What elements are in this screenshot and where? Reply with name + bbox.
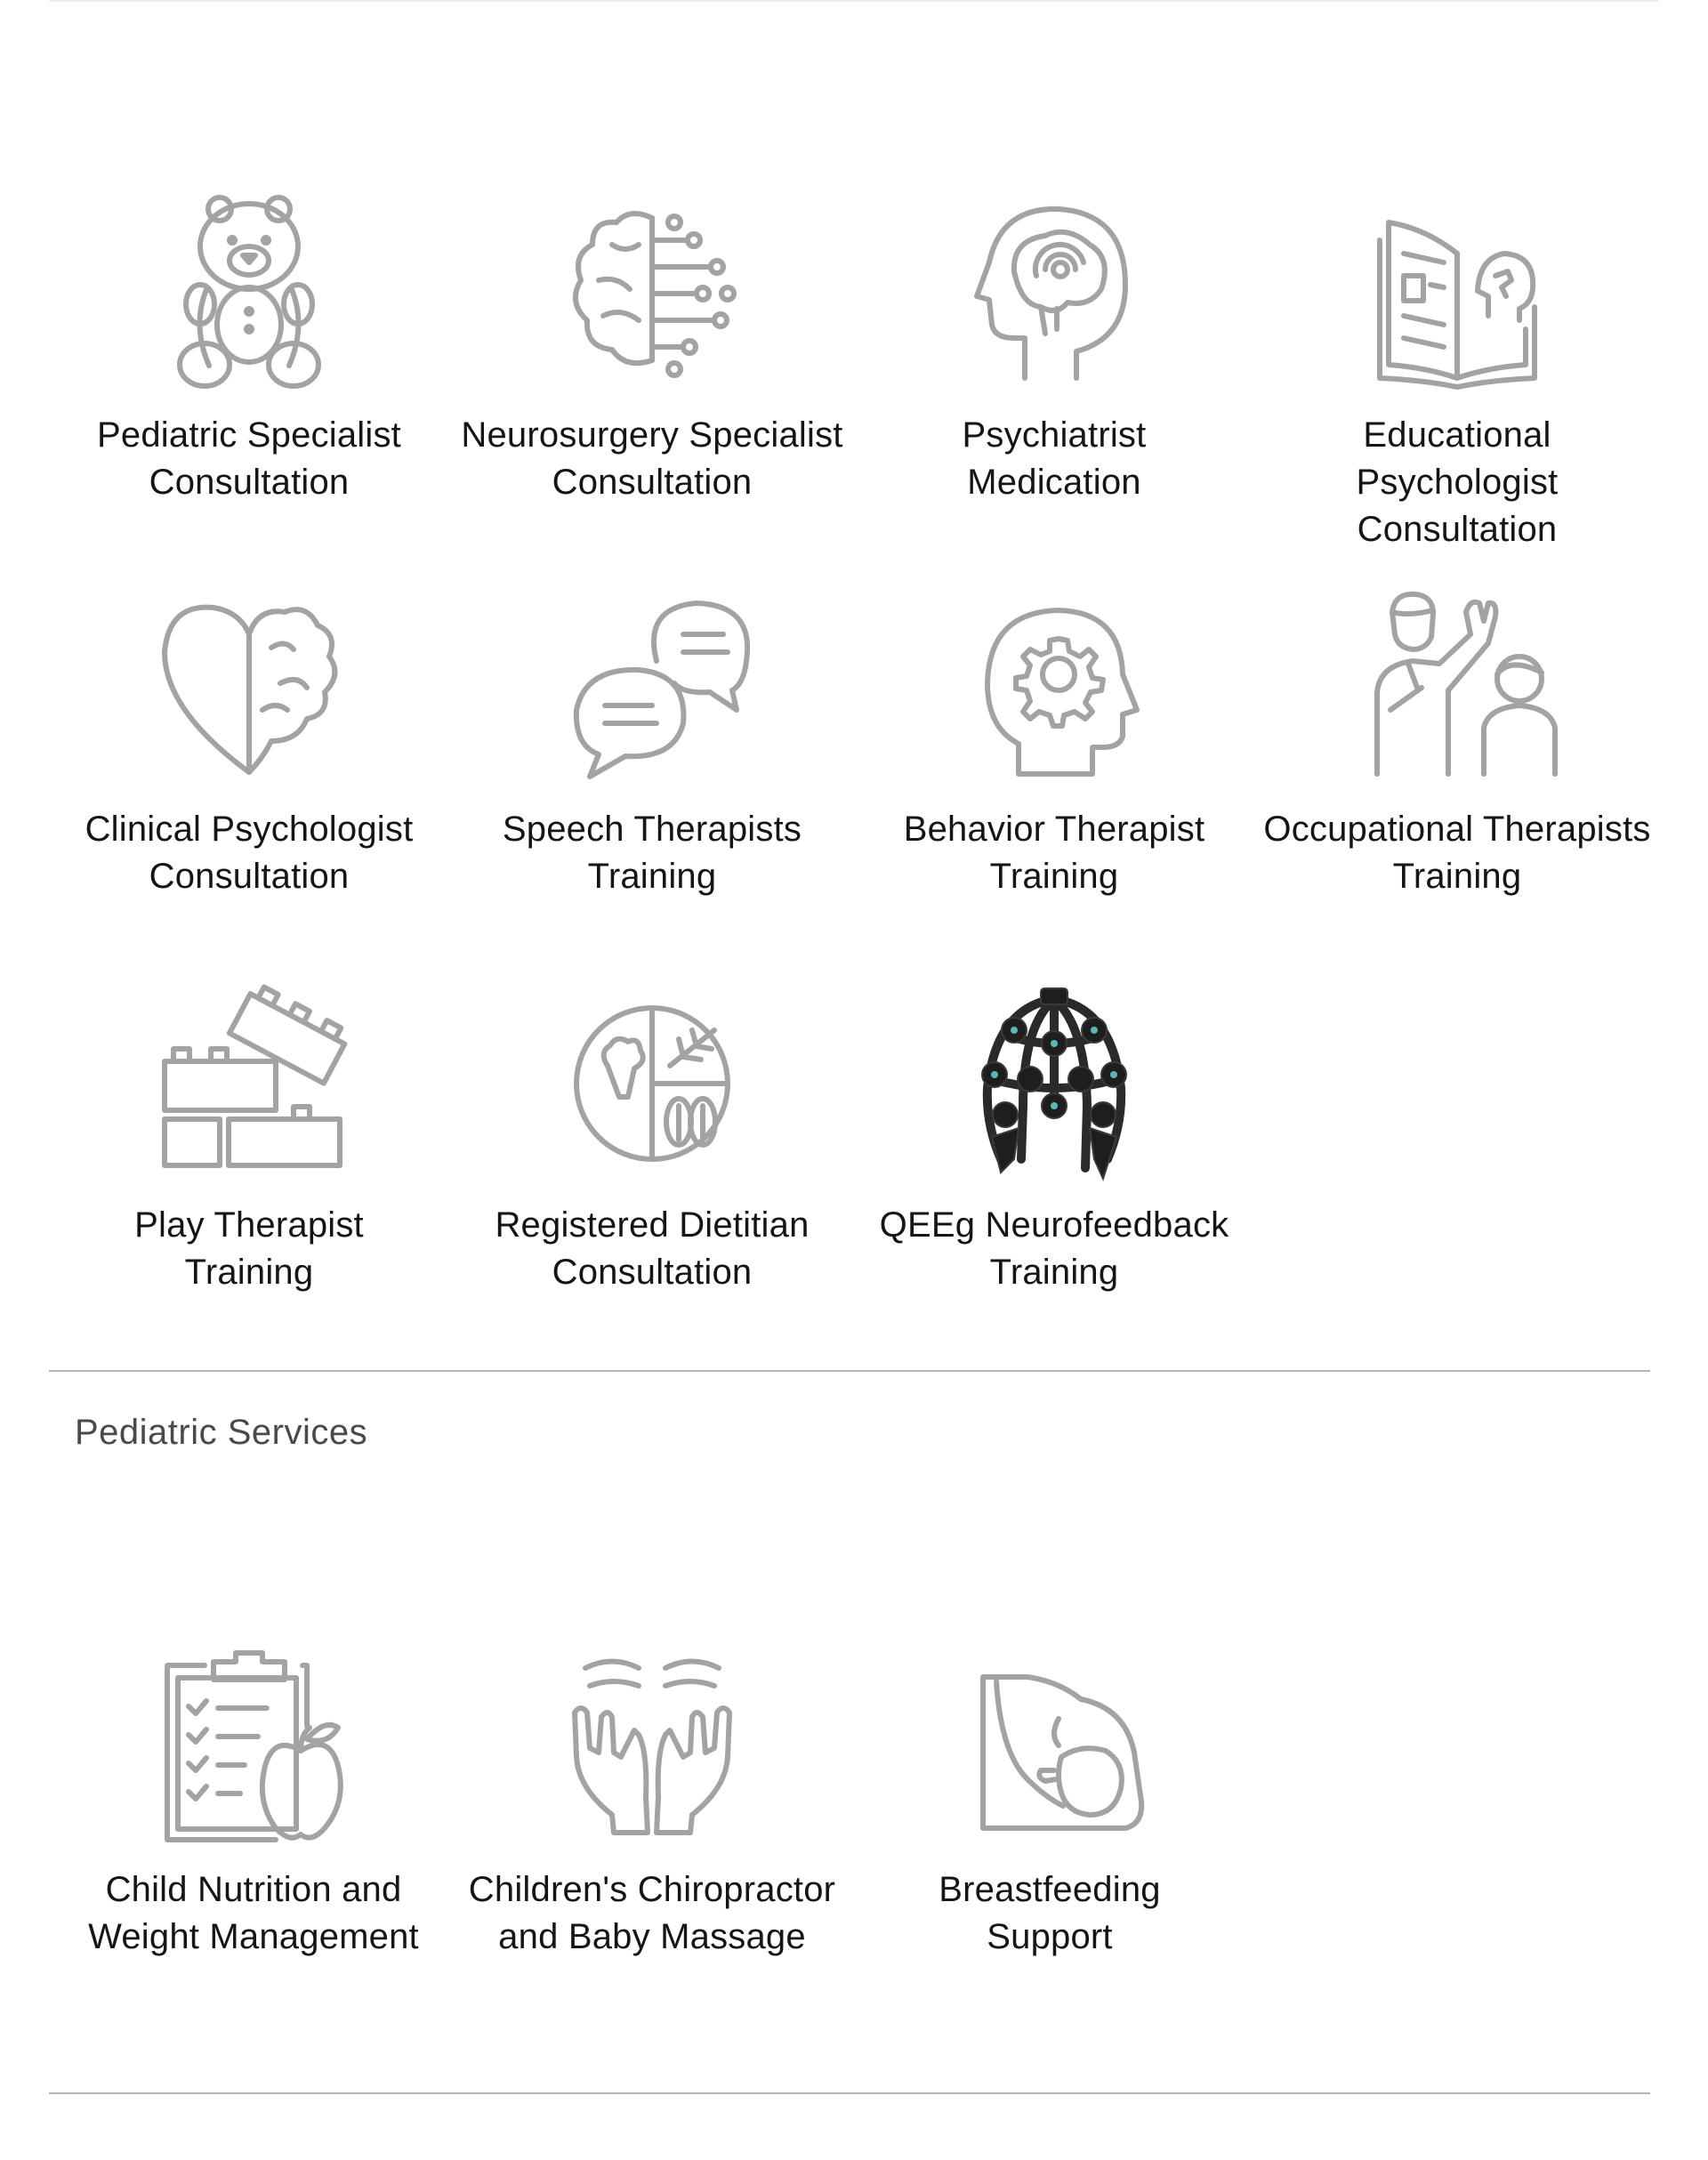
- service-label-line2: Training: [587, 857, 717, 896]
- section-title: Pediatric Services: [75, 1413, 368, 1452]
- service-label-line2: Training: [184, 1253, 314, 1292]
- service-label-line2: Consultation: [149, 463, 350, 502]
- head-gear-icon: [952, 585, 1156, 790]
- service-label-line1: Children's Chiropractor: [468, 1870, 836, 1909]
- service-label-line1: Behavior Therapist: [903, 810, 1205, 849]
- service-label-line1: Play Therapist: [134, 1205, 364, 1245]
- food-plate-icon: [550, 981, 754, 1186]
- service-label-line2: Medication: [967, 463, 1141, 502]
- service-label-line2: Consultation: [149, 857, 350, 896]
- eeg-headset-icon: [952, 981, 1156, 1186]
- service-label-line1: Child Nutrition and: [105, 1870, 402, 1909]
- open-book-head-icon: [1355, 191, 1559, 396]
- heart-brain-icon: [147, 585, 351, 790]
- service-label-line1: Breastfeeding: [939, 1870, 1161, 1909]
- service-label-line2: and Baby Massage: [498, 1917, 806, 1956]
- service-label-line1: Clinical Psychologist: [85, 810, 414, 849]
- service-label-line2: Consultation: [552, 1253, 753, 1292]
- service-label-line2: Training: [989, 1253, 1119, 1292]
- speech-bubbles-icon: [550, 585, 754, 790]
- top-divider: [49, 0, 1659, 2]
- service-label-line2: Training: [989, 857, 1119, 896]
- clipboard-apple-icon: [151, 1646, 356, 1850]
- service-label-line2: Consultation: [552, 463, 753, 502]
- service-label-line1: Educational: [1363, 415, 1551, 455]
- teddy-bear-icon: [147, 191, 351, 396]
- service-label-line1: Psychiatrist: [962, 415, 1147, 455]
- breastfeeding-icon: [947, 1646, 1152, 1850]
- therapist-child-icon: [1355, 585, 1559, 790]
- building-blocks-icon: [147, 981, 351, 1186]
- service-label-line2: Training: [1392, 857, 1522, 896]
- service-label-line1: QEEg Neurofeedback: [879, 1205, 1229, 1245]
- service-label-line1: Registered Dietitian: [495, 1205, 810, 1245]
- service-label-line1: Speech Therapists: [502, 810, 802, 849]
- service-label-line1: Pediatric Specialist: [97, 415, 401, 455]
- massage-hands-icon: [550, 1646, 754, 1850]
- section-divider: [49, 1370, 1650, 1372]
- service-label-line2: Support: [987, 1917, 1113, 1956]
- service-label-line1: Neurosurgery Specialist: [461, 415, 843, 455]
- service-label-line2: Psychologist Consultation: [1356, 463, 1559, 549]
- service-label-line1: Occupational Therapists: [1263, 810, 1651, 849]
- head-brain-icon: [952, 191, 1156, 396]
- circuit-brain-icon: [550, 191, 754, 396]
- service-label-line2: Weight Management: [88, 1917, 419, 1956]
- bottom-divider: [49, 2092, 1650, 2094]
- service-card-childrens-chiropractor[interactable]: Children's Chiropractor and Baby Massage: [452, 1646, 852, 1961]
